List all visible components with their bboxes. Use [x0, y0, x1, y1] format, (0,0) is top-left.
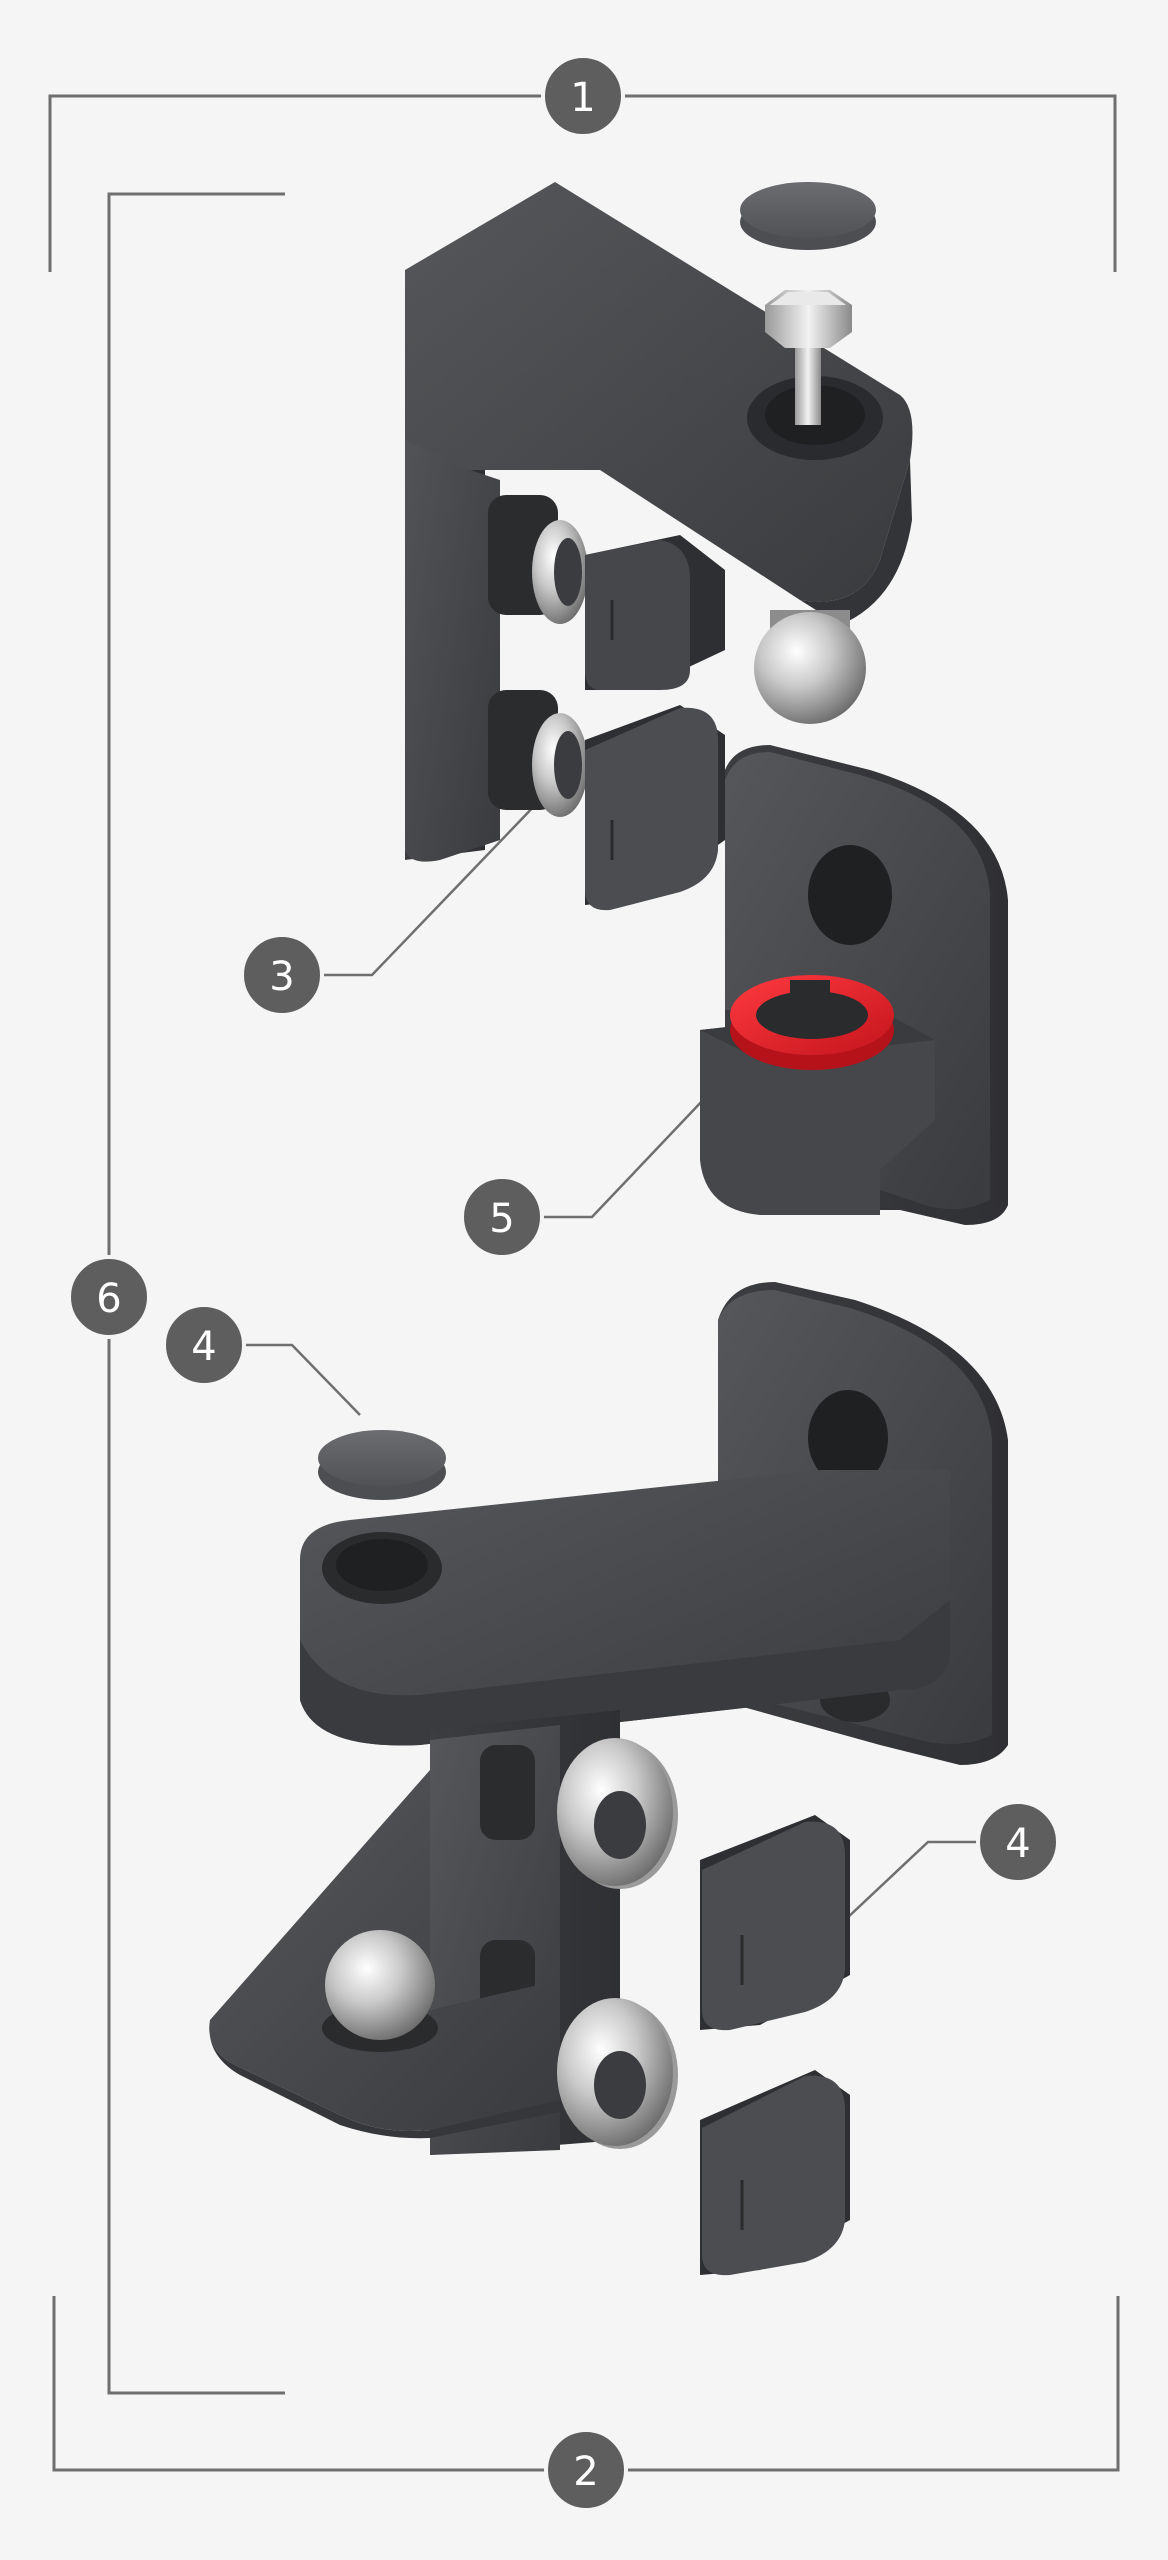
callout-1: 1 — [541, 54, 625, 138]
leader-3 — [322, 799, 541, 977]
top-slide-block-upper — [585, 535, 725, 690]
bottom-mounting-arm — [300, 1282, 1008, 1765]
callout-4-blocks: 4 — [976, 1800, 1060, 1884]
bottom-slide-block-upper — [700, 1815, 850, 2031]
bottom-washer-upper — [557, 1738, 678, 1889]
svg-text:1: 1 — [570, 75, 595, 121]
callout-4-cap: 4 — [162, 1303, 246, 1387]
bottom-base-housing — [209, 1710, 620, 2155]
svg-text:2: 2 — [573, 2449, 598, 2495]
top-washer-lower — [532, 713, 588, 817]
callout-2: 2 — [544, 2428, 628, 2512]
leader-4a — [244, 1343, 361, 1416]
top-washer-upper — [532, 520, 588, 624]
leader-4b — [844, 1840, 978, 1921]
svg-text:6: 6 — [96, 1276, 121, 1322]
svg-text:3: 3 — [269, 954, 294, 1000]
bottom-chrome-ball — [322, 1930, 438, 2052]
callout-6: 6 — [67, 1255, 151, 1339]
top-slide-block-lower — [585, 705, 725, 911]
red-bushing — [730, 975, 894, 1070]
callout-3: 3 — [240, 933, 324, 1017]
bottom-slide-block-lower — [700, 2070, 850, 2276]
bottom-cover-cap — [318, 1430, 446, 1500]
svg-text:4: 4 — [191, 1324, 216, 1370]
callout-5: 5 — [460, 1175, 544, 1259]
hex-bolt — [765, 290, 852, 425]
svg-text:5: 5 — [489, 1196, 514, 1242]
svg-text:4: 4 — [1005, 1821, 1030, 1867]
top-cover-cap — [740, 182, 876, 250]
top-chrome-ball — [754, 610, 866, 724]
bottom-washer-lower — [557, 1998, 678, 2149]
